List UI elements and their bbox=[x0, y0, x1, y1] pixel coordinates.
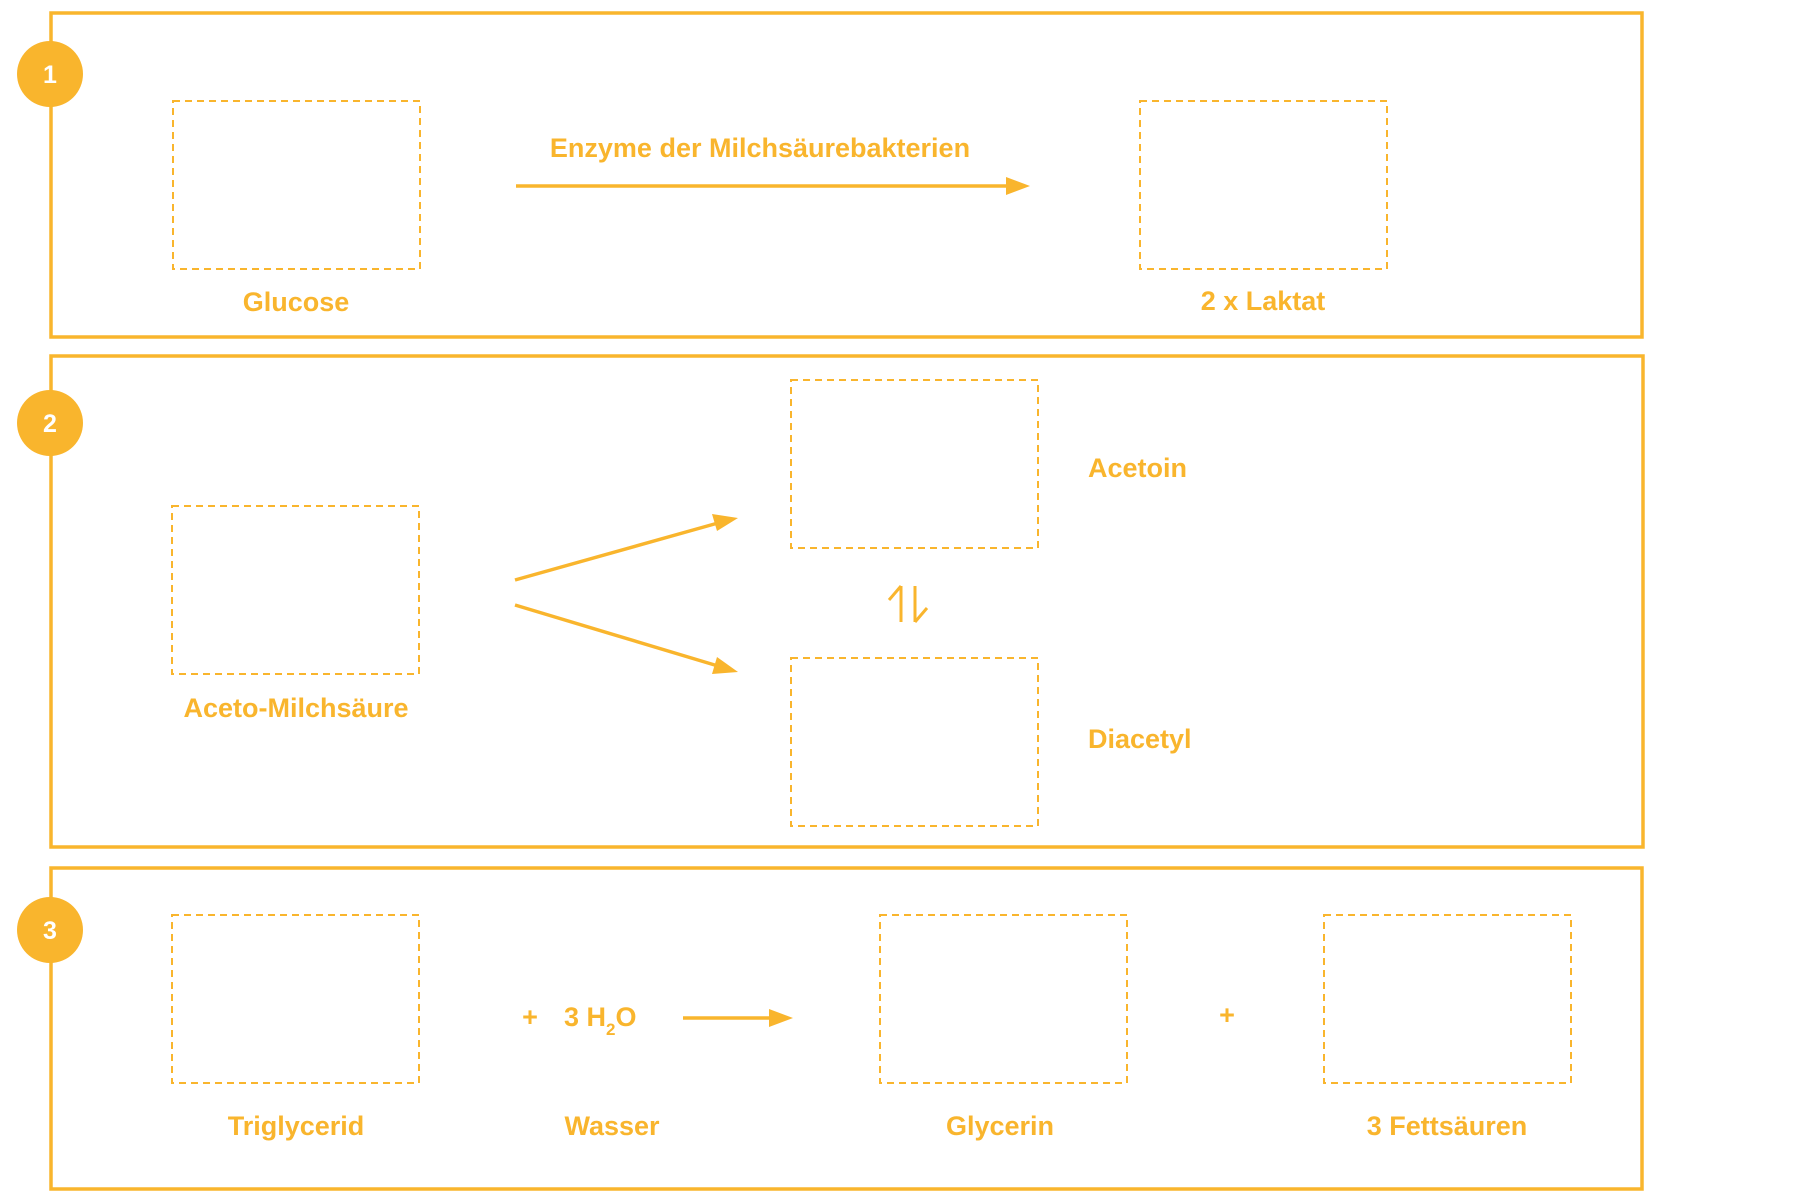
water-formula: 3 H2O bbox=[564, 1002, 637, 1039]
water-formula-subscript: 2 bbox=[606, 1020, 615, 1039]
reaction-arrow-to-diacetyl bbox=[514, 603, 738, 674]
acetoin-structure-slot[interactable] bbox=[790, 379, 1039, 549]
water-formula-suffix: O bbox=[616, 1002, 637, 1032]
fatty-acids-structure-slot[interactable] bbox=[1323, 914, 1572, 1084]
acetoin-label: Acetoin bbox=[1088, 453, 1187, 483]
plus-sign-1: + bbox=[522, 1002, 538, 1032]
water-label: Wasser bbox=[564, 1111, 660, 1141]
reaction-arrow-1 bbox=[516, 177, 1030, 195]
diacetyl-structure-slot[interactable] bbox=[790, 657, 1039, 827]
panel-2: 2 Aceto-Milchsäure Acetoin Diacetyl bbox=[17, 354, 1645, 849]
step-number-2: 2 bbox=[43, 410, 57, 438]
reaction-arrow-3 bbox=[683, 1009, 793, 1027]
equilibrium-icon bbox=[887, 585, 929, 623]
plus-sign-2: + bbox=[1219, 1000, 1235, 1030]
panel-1: 1 Glucose Enzyme der Milchsäurebakterien… bbox=[17, 11, 1644, 339]
panel-3-frame bbox=[49, 866, 1644, 1191]
panel-2-frame bbox=[49, 354, 1645, 849]
step-number-1: 1 bbox=[43, 61, 57, 89]
enzyme-label: Enzyme der Milchsäurebakterien bbox=[550, 133, 970, 163]
reaction-arrow-to-acetoin bbox=[514, 514, 738, 582]
triglyceride-label: Triglycerid bbox=[228, 1111, 365, 1141]
glucose-structure-slot[interactable] bbox=[172, 100, 421, 270]
glycerin-label: Glycerin bbox=[946, 1111, 1054, 1141]
step-number-3: 3 bbox=[43, 917, 57, 945]
step-badge-3: 3 bbox=[17, 897, 83, 963]
water-formula-prefix: 3 H bbox=[564, 1002, 606, 1032]
triglyceride-structure-slot[interactable] bbox=[171, 914, 420, 1084]
step-badge-1: 1 bbox=[17, 41, 83, 107]
lactate-label: 2 x Laktat bbox=[1201, 286, 1326, 316]
diacetyl-label: Diacetyl bbox=[1088, 724, 1192, 754]
panel-1-frame bbox=[49, 11, 1644, 339]
aceto-lactic-acid-structure-slot[interactable] bbox=[171, 505, 420, 675]
aceto-lactic-acid-label: Aceto-Milchsäure bbox=[183, 693, 408, 723]
lactate-structure-slot[interactable] bbox=[1139, 100, 1388, 270]
panel-3: 3 Triglycerid + 3 H2O Wasser Glycerin + … bbox=[17, 866, 1644, 1191]
step-badge-2: 2 bbox=[17, 390, 83, 456]
fatty-acids-label: 3 Fettsäuren bbox=[1367, 1111, 1528, 1141]
glycerin-structure-slot[interactable] bbox=[879, 914, 1128, 1084]
glucose-label: Glucose bbox=[243, 287, 350, 317]
